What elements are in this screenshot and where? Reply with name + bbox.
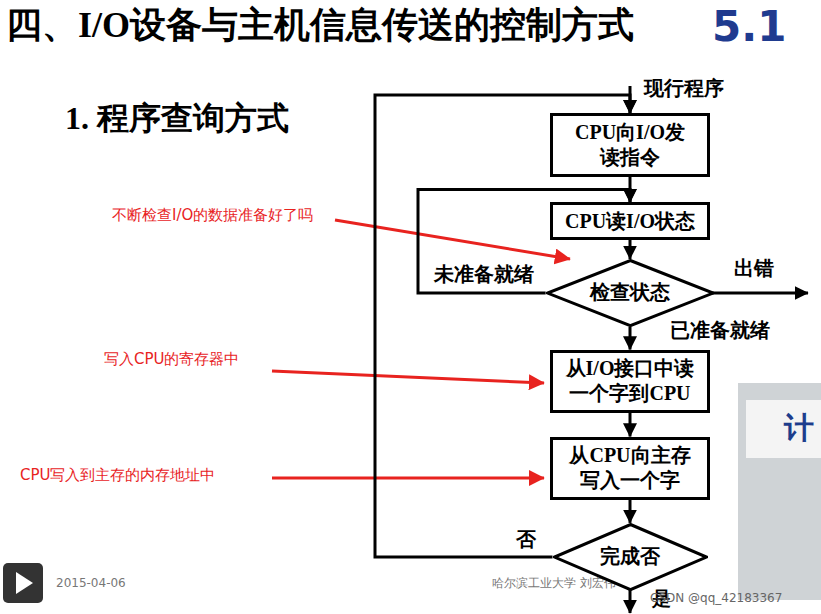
edge-label: 未准备就绪	[432, 262, 536, 287]
exit-arrow	[629, 590, 632, 613]
entry-label: 现行程序	[644, 76, 724, 101]
video-inset-screen	[746, 400, 821, 458]
annotation-arrow	[272, 477, 544, 480]
play-icon	[16, 572, 33, 594]
node-text: CPU读I/O状态	[565, 209, 695, 234]
flow-connector	[629, 413, 632, 437]
process-box: 从I/O接口中读 一个字到CPU	[550, 350, 710, 413]
error-arrow	[712, 292, 808, 295]
slide-title: 四、I/O设备与主机信息传送的控制方式	[6, 4, 634, 47]
edge-label: 已准备就绪	[668, 318, 772, 343]
flow-connector	[628, 240, 631, 259]
subtitle: 1. 程序查询方式	[65, 98, 289, 138]
annotation-note: CPU写入到主存的内存地址中	[20, 466, 216, 486]
process-box: CPU读I/O状态	[550, 202, 710, 240]
decision-diamond: 检查状态	[546, 259, 715, 327]
date-text: 2015-04-06	[56, 576, 126, 590]
annotation-note: 不断检查I/O的数据准备好了吗	[112, 206, 313, 226]
decision-diamond: 完成否	[553, 523, 708, 591]
node-text: 检查状态	[590, 280, 670, 305]
annotation-note: 写入CPU的寄存器中	[104, 350, 240, 370]
author-text: 哈尔滨工业大学 刘宏伟	[492, 576, 616, 590]
video-inset	[738, 383, 821, 600]
node-text: 从CPU向主存 写入一个字	[558, 443, 702, 493]
node-text: 从I/O接口中读 一个字到CPU	[558, 356, 702, 406]
annotation-arrow	[272, 371, 544, 383]
edge-label: 否	[514, 527, 538, 552]
flow-connector	[628, 327, 631, 349]
process-box: CPU向I/O发 读指令	[550, 113, 710, 177]
diamond-shape	[547, 260, 713, 325]
process-box: 从CPU向主存 写入一个字	[550, 437, 710, 500]
diamond-shape	[554, 524, 706, 589]
flow-connector	[629, 500, 632, 523]
node-text: 完成否	[600, 544, 660, 569]
section-number: 5.1	[712, 2, 786, 52]
watermark: CSDN @qq_42183367	[650, 591, 782, 605]
play-button	[3, 563, 43, 603]
annotation-arrow	[335, 220, 570, 259]
video-text: 计	[784, 410, 814, 446]
node-text: CPU向I/O发 读指令	[558, 120, 702, 170]
error-label: 出错	[734, 256, 774, 281]
